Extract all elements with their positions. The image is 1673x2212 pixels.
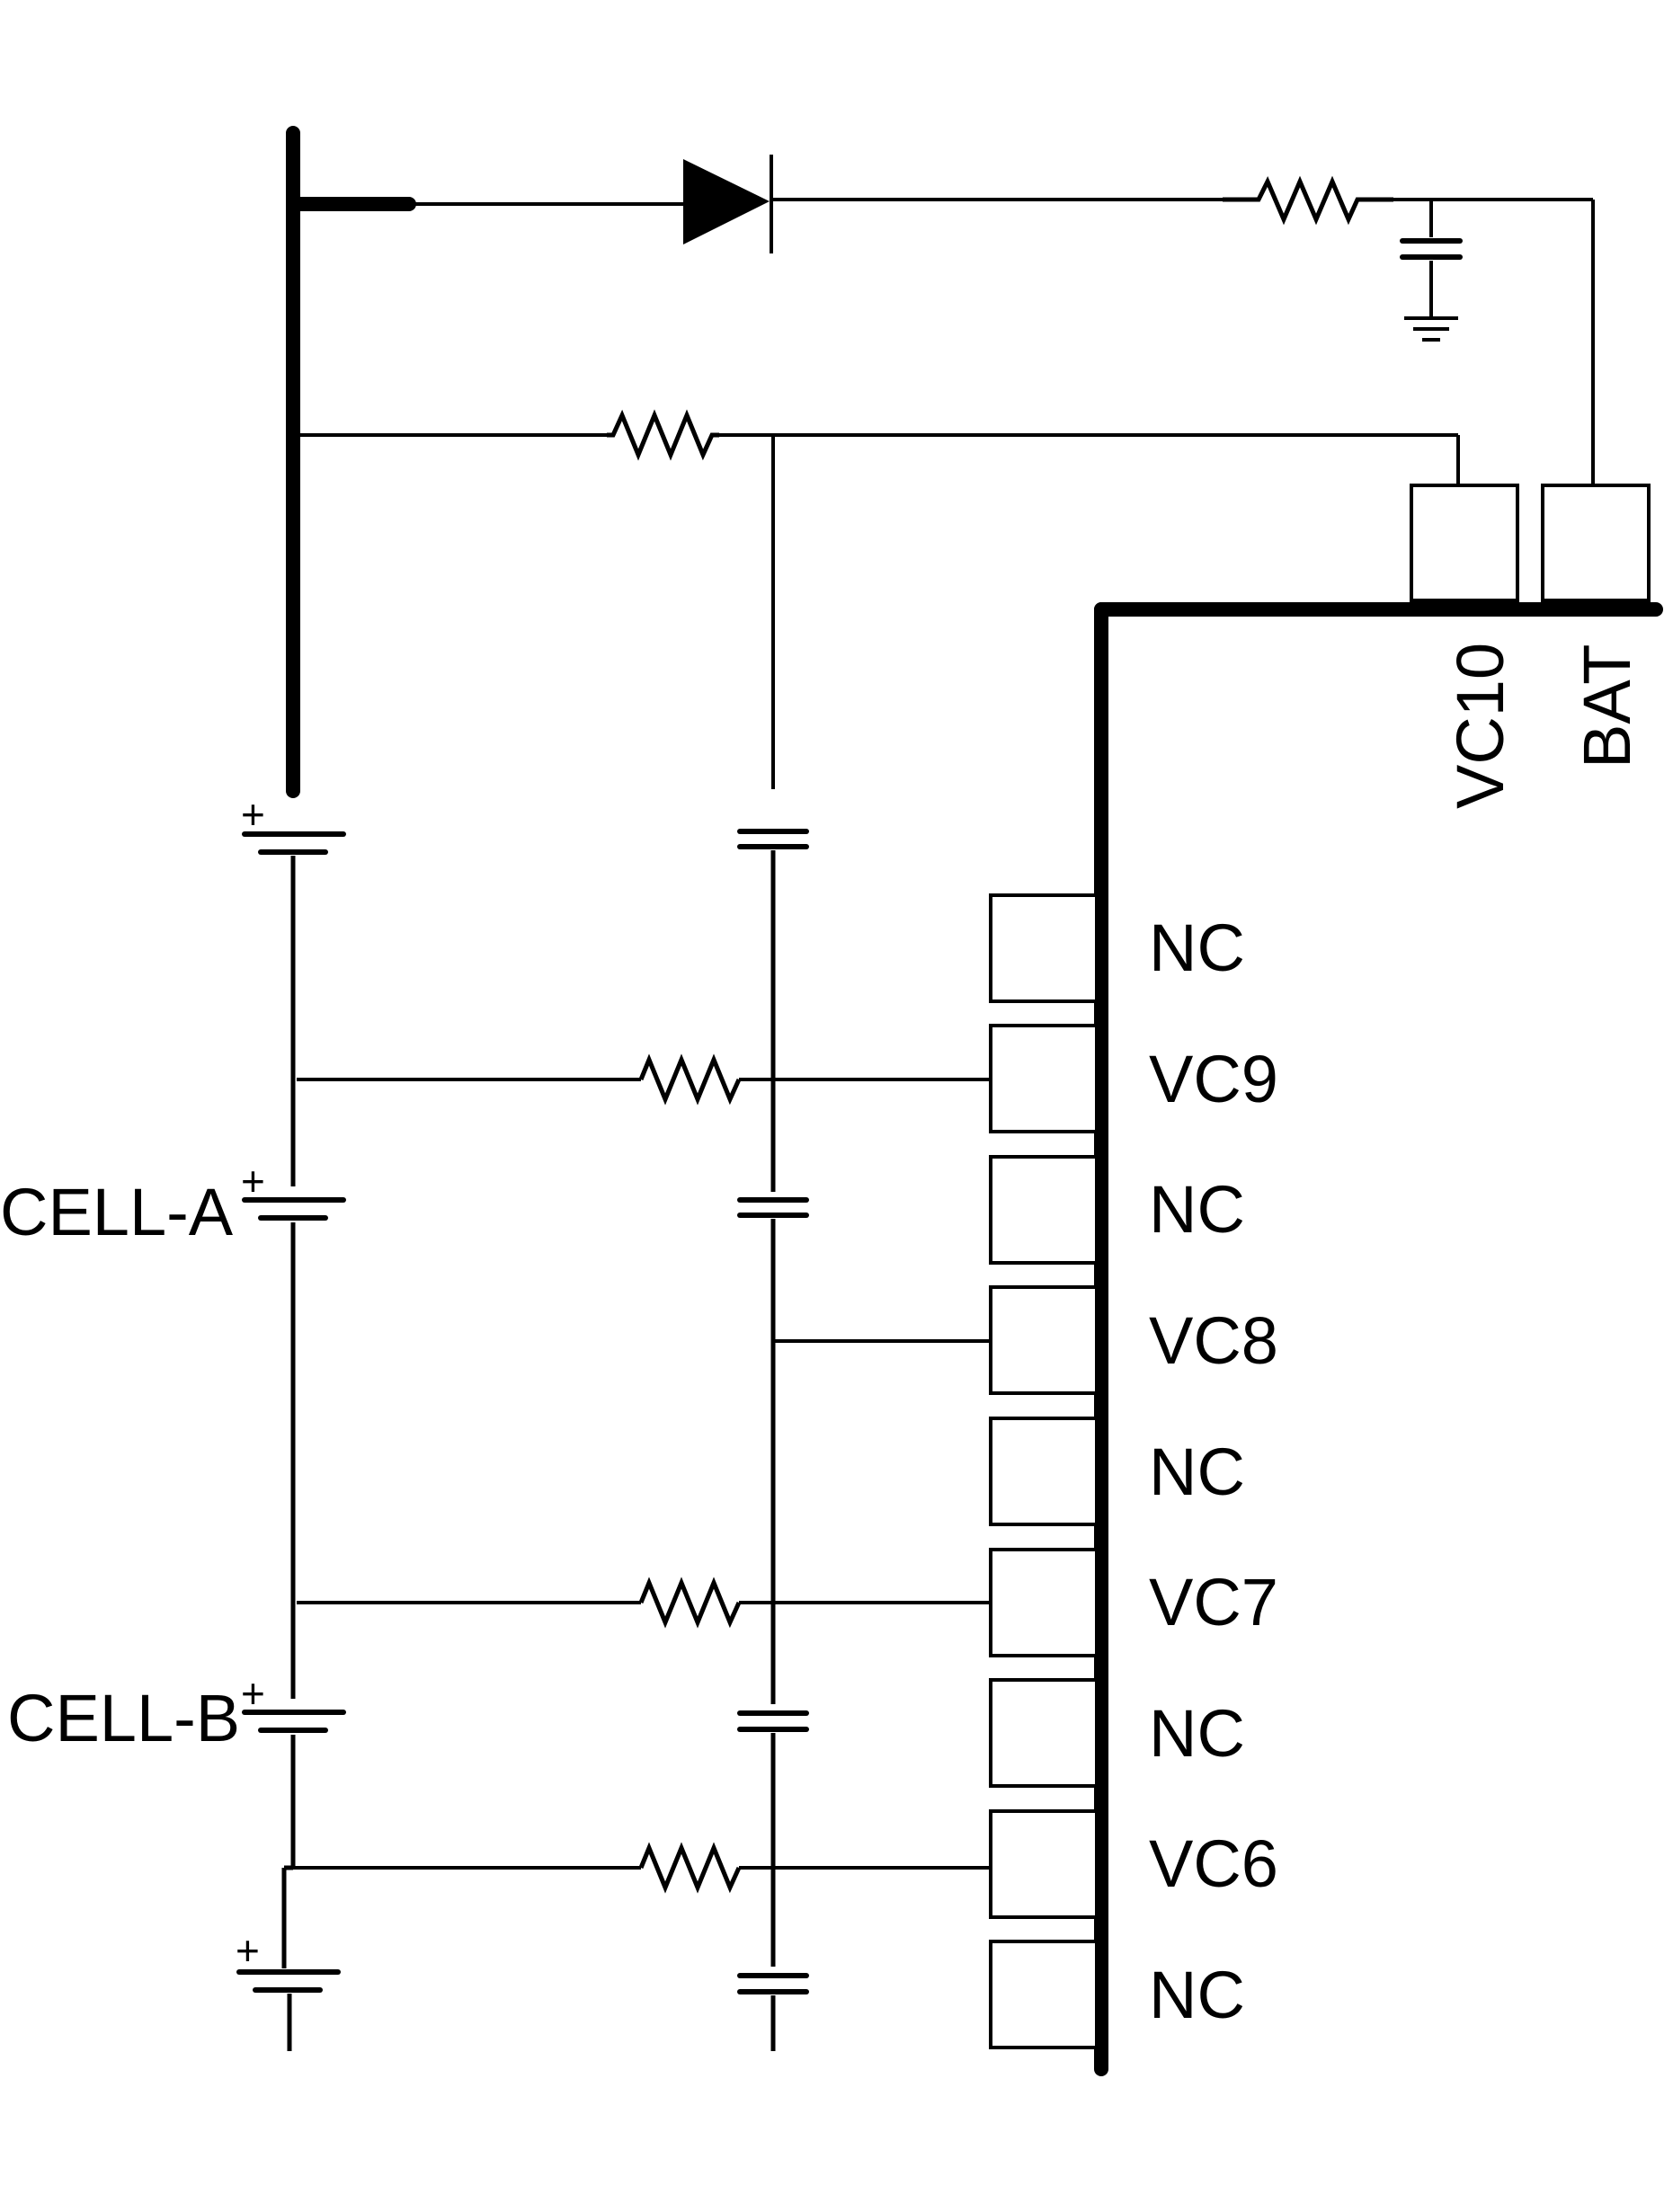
ic-pin-nc-5 xyxy=(989,1940,1099,2049)
battery-positive-bus xyxy=(286,126,416,798)
vc9-resistor-icon xyxy=(638,1053,742,1106)
ground-icon xyxy=(1404,316,1458,342)
svg-text:+: + xyxy=(241,791,265,838)
ic-pin-bat xyxy=(1541,484,1651,602)
ic-pin-nc-3 xyxy=(989,1417,1099,1526)
diode-supply-path xyxy=(409,155,1595,485)
filter-capacitor-4-icon xyxy=(737,1973,809,1994)
svg-text:+: + xyxy=(241,1158,265,1204)
bat-filter-capacitor-icon xyxy=(1400,238,1463,260)
pin-label-vc9: VC9 xyxy=(1149,1042,1278,1116)
battery-cell-a-icon: + xyxy=(241,1158,346,1221)
pin-label-vc8: VC8 xyxy=(1149,1303,1278,1378)
ic-pin-nc-2 xyxy=(989,1155,1099,1265)
filter-capacitor-2-icon xyxy=(737,1197,809,1218)
ic-pin-nc-4 xyxy=(989,1678,1099,1788)
top-pins: VC10 BAT xyxy=(1410,484,1651,809)
filter-capacitor-3-icon xyxy=(737,1710,809,1732)
ic-body-outline xyxy=(1094,602,1663,2076)
ic-pin-vc8 xyxy=(989,1285,1099,1395)
battery-cell-bottom-icon: + xyxy=(236,1927,341,1993)
pin-label-nc-5: NC xyxy=(1149,1958,1245,2032)
pin-label-nc-2: NC xyxy=(1149,1172,1245,1247)
ic-pin-vc6 xyxy=(989,1809,1099,1919)
pin-label-vc6: VC6 xyxy=(1149,1826,1278,1901)
pin-label-nc-3: NC xyxy=(1149,1435,1245,1509)
pin-label-vc10: VC10 xyxy=(1443,643,1517,809)
vc6-tap xyxy=(293,1842,991,1894)
ic-pin-vc10 xyxy=(1410,484,1519,602)
side-pins: NC VC9 NC VC8 NC VC7 NC VC6 NC xyxy=(989,893,1278,2049)
ic-pin-vc9 xyxy=(989,1024,1099,1133)
vc6-resistor-icon xyxy=(638,1842,742,1894)
battery-cell-stack: + + CELL-A + CELL-B + xyxy=(0,791,346,2051)
battery-cell-top-icon: + xyxy=(241,791,346,855)
cell-a-label: CELL-A xyxy=(0,1175,234,1249)
filter-capacitor-1-icon xyxy=(737,829,809,849)
ic-pin-vc7 xyxy=(989,1548,1099,1657)
battery-cell-b-icon: + xyxy=(241,1670,346,1733)
vc10-resistor-icon xyxy=(607,409,719,461)
pin-label-vc7: VC7 xyxy=(1149,1565,1278,1639)
diode-icon xyxy=(683,159,770,244)
pin-label-nc-1: NC xyxy=(1149,911,1245,985)
bat-filter-resistor-icon xyxy=(1223,175,1393,226)
vc7-resistor-icon xyxy=(638,1577,742,1629)
svg-text:+: + xyxy=(241,1670,265,1717)
pin-label-nc-4: NC xyxy=(1149,1696,1245,1771)
svg-text:+: + xyxy=(236,1927,260,1974)
cell-b-label: CELL-B xyxy=(7,1681,240,1755)
pin-label-bat: BAT xyxy=(1570,644,1644,768)
filter-capacitor-column xyxy=(737,829,809,2051)
vc9-tap xyxy=(297,1053,991,1106)
vc10-filter-path xyxy=(300,409,1460,789)
vc7-tap xyxy=(297,1577,991,1629)
ic-pin-nc-1 xyxy=(989,893,1099,1003)
